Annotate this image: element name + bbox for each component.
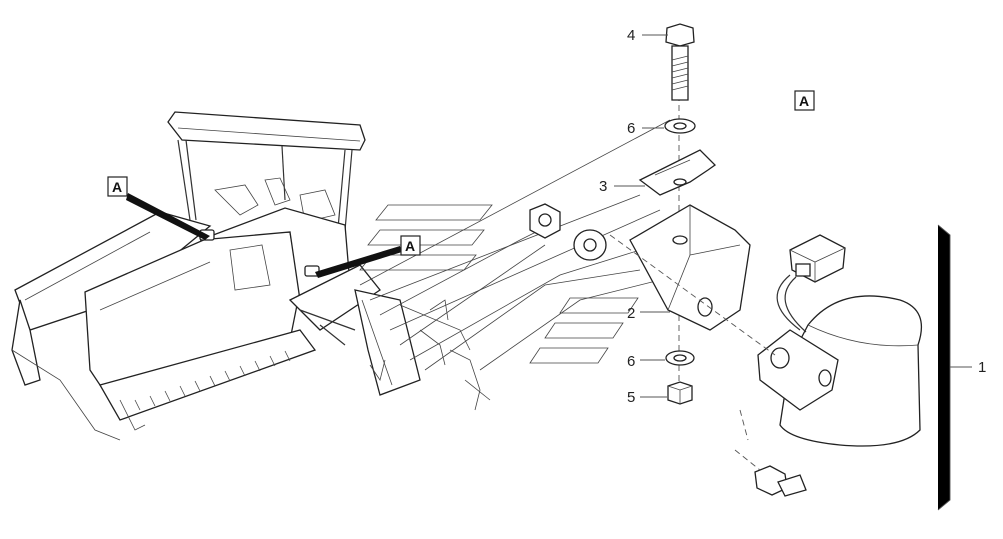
view-ref-a-label: A: [112, 179, 122, 195]
part-2-bracket[interactable]: [629, 204, 751, 331]
callout-2: 2: [627, 305, 635, 322]
exploded-view-guide: [359, 119, 671, 371]
part-6-washer-lower[interactable]: [665, 350, 695, 366]
callout-5: 5: [627, 389, 635, 406]
callout-6-lower: 6: [627, 353, 635, 370]
callout-3: 3: [599, 178, 607, 195]
view-ref-a-left: A: [107, 176, 210, 240]
callout-4: 4: [627, 27, 635, 44]
loose-washer: [573, 229, 607, 261]
view-ref-a-middle: A: [315, 235, 421, 278]
view-ref-a-label: A: [405, 238, 415, 254]
part-6-washer-upper[interactable]: [664, 118, 696, 134]
part-1-lamp-assembly[interactable]: [734, 234, 923, 497]
view-ref-a-label: A: [799, 93, 809, 109]
view-ref-a-top-right: A: [794, 90, 815, 111]
part-4-bolt[interactable]: [665, 23, 695, 101]
callout-1: 1: [978, 359, 986, 376]
part-5-nut[interactable]: [667, 381, 693, 405]
callout-6-upper: 6: [627, 120, 635, 137]
part-3-clip[interactable]: [638, 149, 717, 196]
leader-lines: [614, 34, 972, 511]
loose-nut: [529, 203, 561, 239]
paver-machine: [11, 111, 491, 441]
